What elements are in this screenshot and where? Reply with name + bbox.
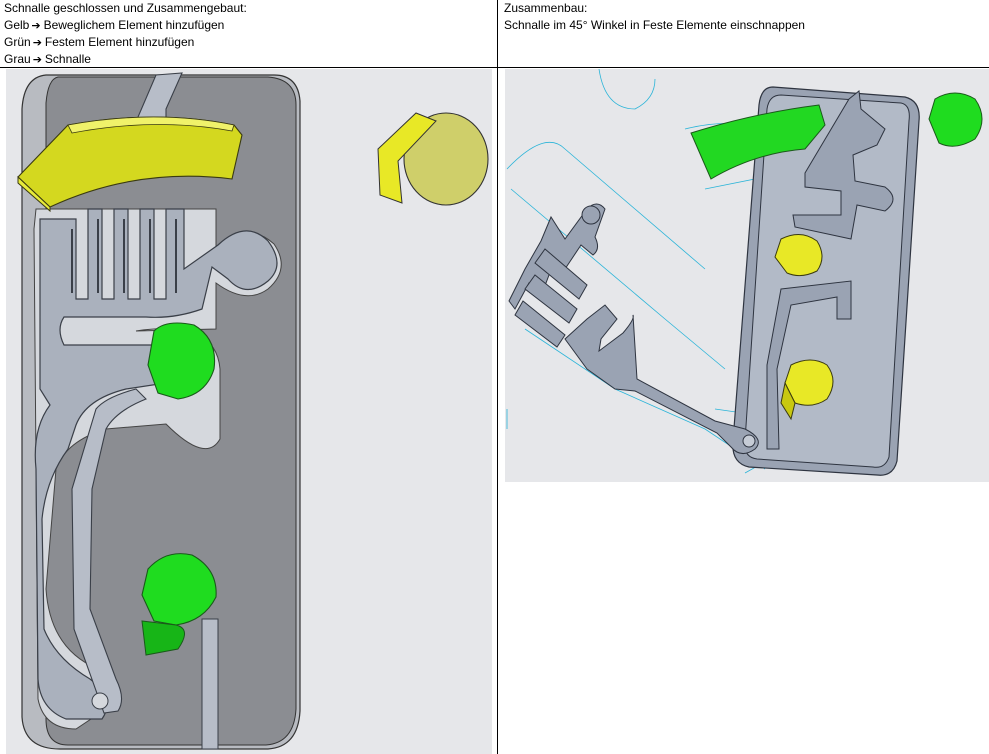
legend-text: Festem Element hinzufügen	[44, 35, 195, 49]
cad-render-closed-buckle	[6, 69, 492, 754]
table-row-divider	[0, 67, 989, 68]
legend-text: Beweglichem Element hinzufügen	[43, 18, 225, 32]
left-heading: Schnalle geschlossen und Zusammengebaut:	[4, 1, 247, 15]
cad-render-assembly	[505, 69, 989, 482]
legend-row-green: Grün➔Festem Element hinzufügen	[4, 34, 492, 51]
legend-row-gray: Grau➔Schnalle	[4, 51, 492, 68]
left-caption-cell: Schnalle geschlossen und Zusammengebaut:…	[4, 0, 492, 68]
arrow-right-icon: ➔	[32, 53, 42, 66]
right-caption-cell: Zusammenbau: Schnalle im 45° Winkel in F…	[504, 0, 984, 34]
legend-text: Schnalle	[44, 52, 91, 66]
assembly-svg	[506, 69, 983, 476]
legend-label: Grün	[4, 35, 31, 49]
right-description: Schnalle im 45° Winkel in Feste Elemente…	[504, 18, 805, 32]
legend-label: Grau	[4, 52, 31, 66]
legend-label: Gelb	[4, 18, 30, 32]
table-column-divider	[497, 0, 498, 754]
closed-buckle-svg	[17, 72, 489, 750]
arrow-right-icon: ➔	[31, 19, 41, 32]
right-heading: Zusammenbau:	[504, 1, 588, 15]
arrow-right-icon: ➔	[32, 36, 42, 49]
legend-row-yellow: Gelb➔Beweglichem Element hinzufügen	[4, 17, 492, 34]
